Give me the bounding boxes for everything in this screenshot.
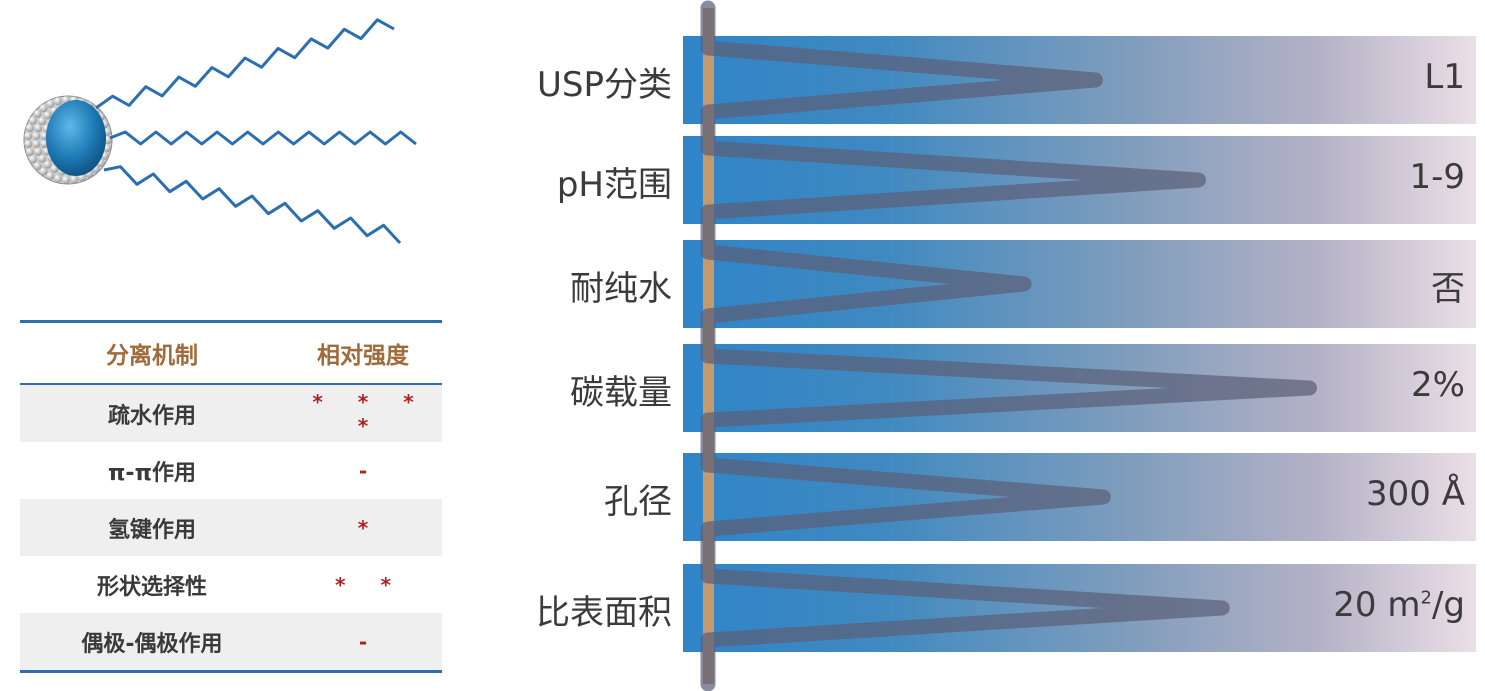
- spec-value-usp: L1: [1424, 57, 1465, 97]
- table-row: 氢键作用 *: [20, 499, 442, 556]
- table-header-row: 分离机制 相对强度: [20, 323, 442, 383]
- spec-value-water: 否: [1431, 269, 1465, 309]
- spec-bar-surface: [683, 564, 1476, 652]
- strength-rating: *: [357, 515, 383, 540]
- table-row: 偶极-偶极作用 -: [20, 613, 442, 670]
- mechanism-name: 疏水作用: [107, 403, 196, 429]
- strength-rating: -: [358, 458, 382, 483]
- separation-mechanism-table: 分离机制 相对强度 疏水作用 * * * * π-π作用 - 氢键作用 * 形状…: [20, 320, 442, 673]
- spec-label-usp: USP分类: [537, 65, 672, 105]
- c18-chain-icon: [95, 18, 417, 245]
- spec-value-surface-sup: 2: [1420, 587, 1432, 609]
- table-header-rule: [20, 383, 442, 385]
- table-row: 形状选择性 * *: [20, 556, 442, 613]
- spec-label-pore: 孔径: [604, 482, 672, 522]
- mechanism-name: 形状选择性: [96, 574, 207, 600]
- mechanism-name: 偶极-偶极作用: [81, 631, 223, 657]
- spec-value-surface-main: 20 m: [1333, 585, 1421, 625]
- spec-value-pore: 300 Å: [1366, 474, 1465, 514]
- mechanism-name: π-π作用: [108, 460, 196, 486]
- strength-rating: * * * *: [312, 389, 428, 438]
- header-strength: 相对强度: [317, 343, 409, 369]
- spec-bar-carbon: [683, 344, 1476, 432]
- table-top-rule: [20, 320, 442, 323]
- spec-value-ph: 1-9: [1409, 157, 1465, 197]
- bonded-phase-illustration: [23, 18, 417, 245]
- strength-rating: -: [358, 629, 382, 654]
- table-row: 疏水作用 * * * *: [20, 385, 442, 442]
- table-bottom-rule: [20, 670, 442, 673]
- spec-value-surface-tail: /g: [1431, 585, 1465, 625]
- spec-bar-usp: [683, 36, 1476, 124]
- stem-line: [703, 8, 714, 684]
- mechanism-name: 氢键作用: [107, 517, 196, 543]
- spec-bar-pore: [683, 453, 1476, 541]
- table-row: π-π作用 -: [20, 442, 442, 499]
- spec-bar-water: [683, 240, 1476, 328]
- strength-rating: * *: [335, 572, 405, 597]
- header-mechanism: 分离机制: [106, 343, 198, 369]
- spec-value-surface: 20 m2/g: [1333, 585, 1465, 625]
- spec-label-carbon: 碳载量: [570, 373, 672, 413]
- spec-value-carbon: 2%: [1411, 365, 1465, 405]
- spec-bar-ph: [683, 136, 1476, 224]
- spec-label-surface: 比表面积: [536, 593, 672, 633]
- spec-label-water: 耐纯水: [570, 269, 672, 309]
- spec-level-path: [700, 0, 1317, 691]
- spec-label-ph: pH范围: [556, 165, 672, 205]
- silica-particle-icon: [23, 95, 113, 185]
